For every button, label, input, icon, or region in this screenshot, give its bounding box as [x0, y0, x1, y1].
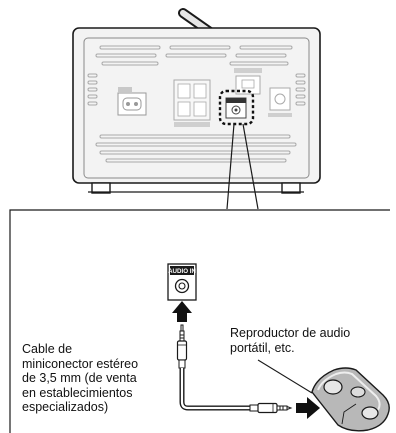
cable-plug-right	[249, 402, 293, 414]
insert-arrow-right-icon	[296, 397, 320, 419]
bottom-vent-grille	[95, 134, 297, 163]
top-vent-grille	[95, 45, 293, 66]
side-vents	[87, 73, 306, 106]
player-label: Reproductor de audio portátil, etc.	[230, 326, 351, 355]
cable-label: Cable de miniconector estéreo de 3,5 mm …	[22, 342, 139, 414]
audio-in-jack-enlarged: AUDIO IN	[167, 263, 197, 301]
audio-in-highlight	[218, 89, 255, 126]
insert-arrow-up-icon	[172, 301, 192, 322]
fm-antenna-terminal	[268, 87, 292, 117]
right-foot	[281, 182, 301, 194]
cable-plug-upper	[176, 324, 188, 369]
ac-inlet	[117, 87, 147, 116]
player-leader-line	[257, 359, 313, 394]
zoom-callout-lines	[9, 123, 390, 433]
cable-wire	[179, 368, 250, 411]
audio-in-jack-unit	[225, 97, 247, 119]
audio-in-jack-label: AUDIO IN	[168, 268, 196, 275]
lan-port	[234, 68, 262, 95]
portable-player	[311, 367, 390, 432]
speaker-terminals	[173, 79, 211, 127]
main-unit-rear-panel	[72, 27, 321, 194]
left-foot	[91, 182, 111, 194]
